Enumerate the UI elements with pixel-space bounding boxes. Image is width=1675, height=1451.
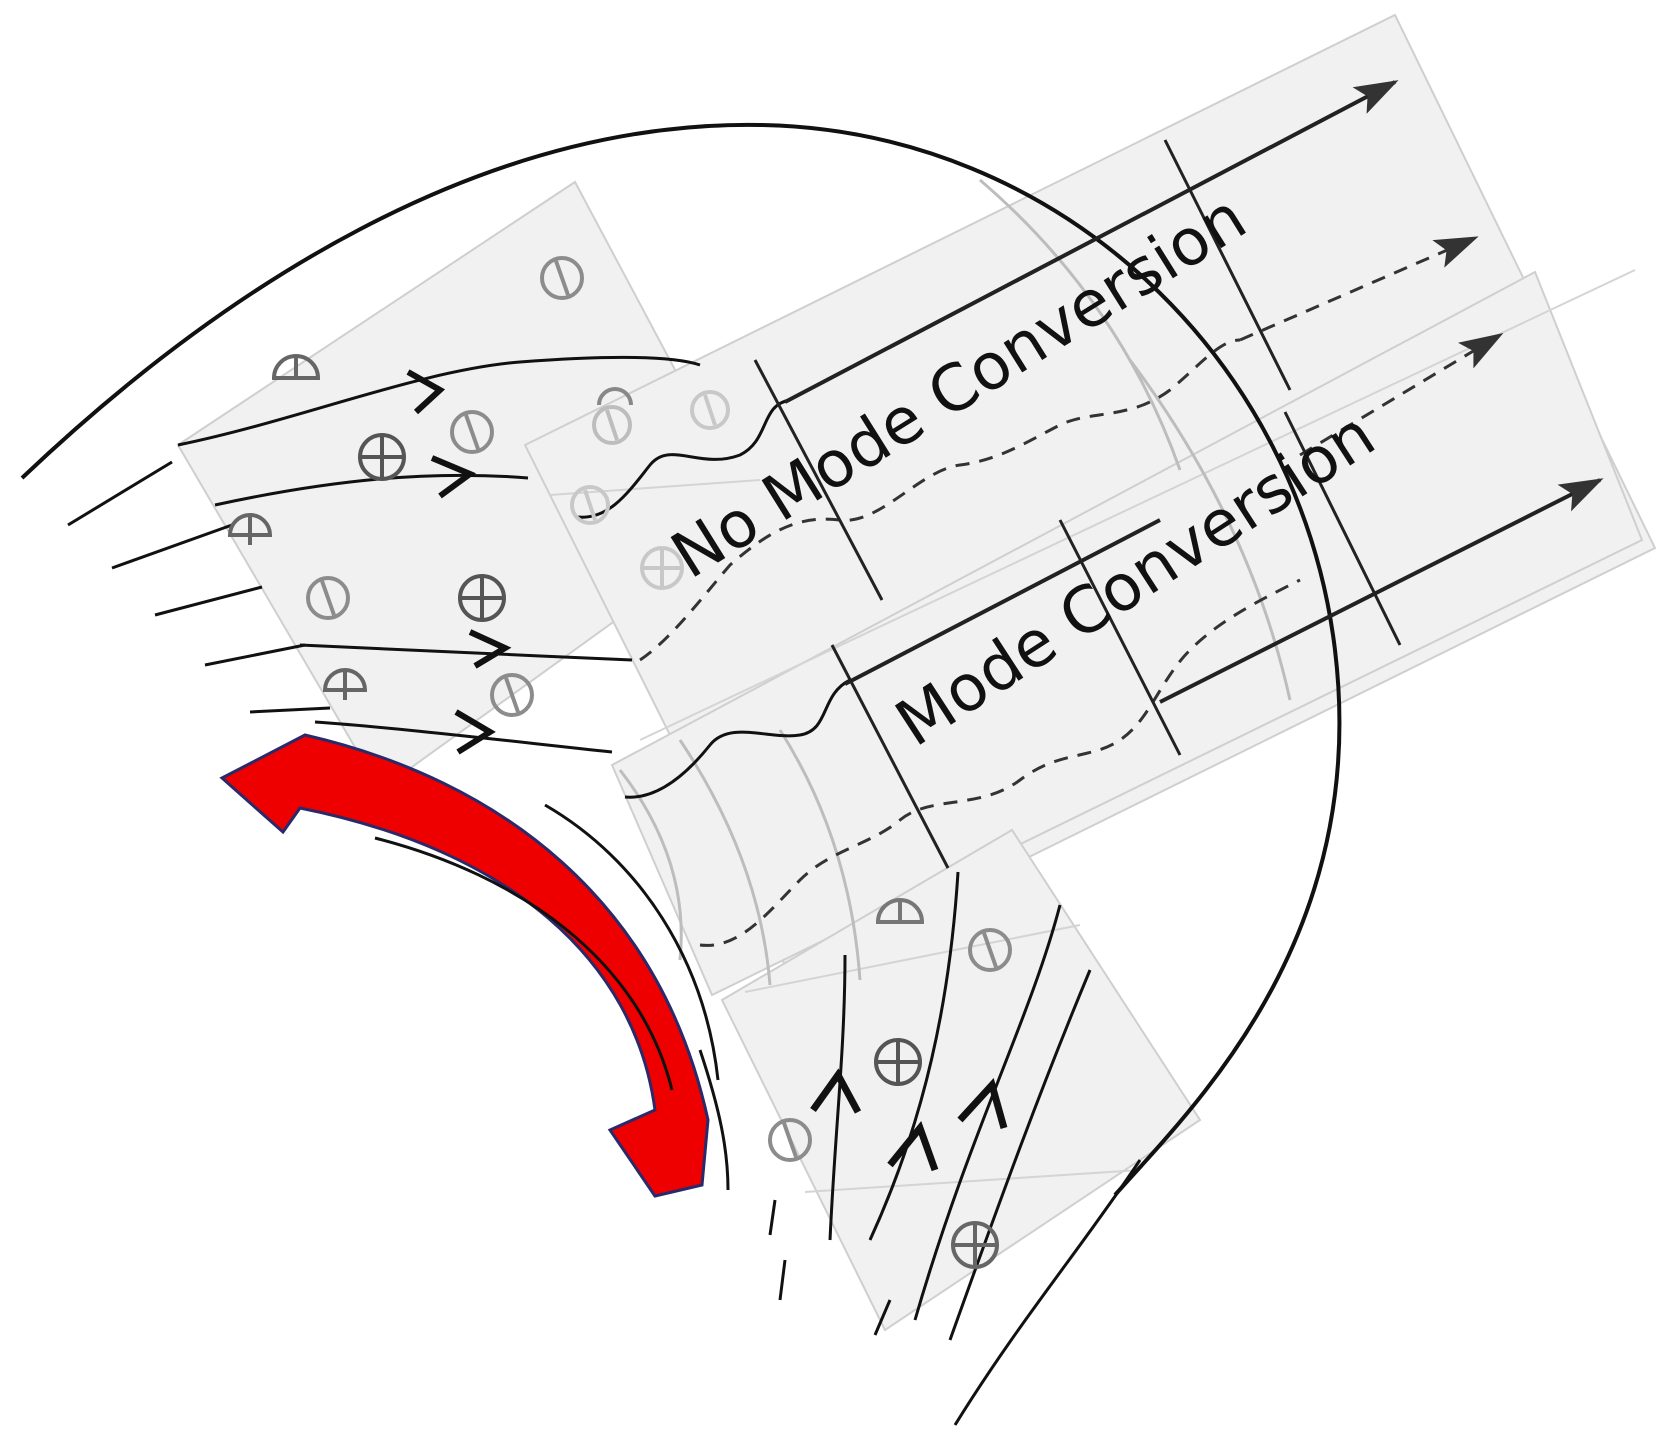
wave-front-arc [678, 739, 772, 986]
wave-front-arc [1128, 359, 1292, 701]
wave-front-line [1163, 139, 1292, 391]
circled-minus-icon [690, 390, 730, 430]
wave-front-arc [778, 729, 862, 981]
field-line [948, 969, 1092, 1341]
half-circle-icon [271, 354, 321, 380]
field-line [314, 720, 613, 754]
circled-plus-icon [640, 546, 684, 590]
dashed-arrow-upper [1239, 236, 1479, 342]
wave-front-arc [979, 178, 1182, 471]
dashed-wave-upper [639, 338, 1241, 662]
half-circle-icon [875, 898, 925, 924]
red-shield [219, 733, 710, 1198]
field-line [868, 871, 960, 1241]
arrow-head [887, 1120, 939, 1172]
arrow-head [957, 1077, 1008, 1129]
circled-plus-icon [951, 1221, 999, 1269]
field-line [249, 706, 331, 714]
wave-front-line [1283, 411, 1402, 646]
outer-field-arc [20, 122, 1342, 1197]
panel-mode-band [610, 270, 1644, 997]
field-line [828, 954, 847, 1241]
wave-front-line [830, 644, 950, 869]
circled-plus-icon [874, 1038, 922, 1086]
field-line [177, 356, 701, 447]
circled-plus-icon [358, 433, 406, 481]
panel-divider [804, 1169, 1141, 1193]
field-line [913, 904, 1062, 1321]
half-circle-icon [322, 668, 368, 700]
field-line [778, 1259, 787, 1301]
wave-front-line [753, 359, 884, 601]
arrow-head [430, 455, 477, 499]
circled-minus-icon [306, 576, 350, 620]
arrow-head [810, 1068, 862, 1114]
panel-divider [744, 924, 1081, 993]
circled-minus-icon [592, 405, 632, 445]
arrow-head [406, 369, 446, 415]
wave-front-arc [618, 769, 683, 961]
field-line [768, 1199, 777, 1236]
charge-symbols [227, 256, 1012, 1269]
circled-plus-icon [458, 574, 506, 622]
mode-main-arrow [1159, 478, 1604, 704]
field-line [111, 523, 233, 570]
dashed-arrow-lower [1299, 332, 1504, 457]
circled-minus-icon [570, 485, 610, 525]
circled-minus-icon [968, 928, 1012, 972]
solid-wave-line [624, 678, 851, 799]
boundary-line [698, 1049, 730, 1191]
no-mode-main-arrow [784, 80, 1399, 404]
shield-boundary-lines [374, 803, 730, 1191]
field-line [204, 643, 306, 667]
boundary-line [374, 836, 674, 1091]
arrow-head [454, 709, 496, 755]
boundary-line [544, 803, 720, 1081]
outgoing-field-lines [768, 871, 1142, 1426]
concentric-arcs [618, 178, 1292, 986]
field-line [299, 643, 633, 662]
circled-minus-icon [540, 256, 584, 300]
field-line [154, 585, 263, 617]
circled-minus-icon [450, 410, 494, 454]
circled-minus-icon [768, 1118, 812, 1162]
arrow-head [468, 629, 512, 669]
half-circle-icon [227, 513, 273, 545]
wave-front-line [1058, 519, 1182, 756]
mode-main-line [844, 518, 1161, 686]
circled-minus-icon [490, 673, 534, 717]
solid-wave-line [577, 398, 791, 519]
field-line [67, 460, 173, 527]
dashed-wave-lower [699, 578, 1301, 947]
field-line [953, 1159, 1142, 1426]
background-panels [176, 13, 1657, 1332]
field-line [873, 1299, 892, 1336]
half-circle-icon [597, 387, 633, 406]
